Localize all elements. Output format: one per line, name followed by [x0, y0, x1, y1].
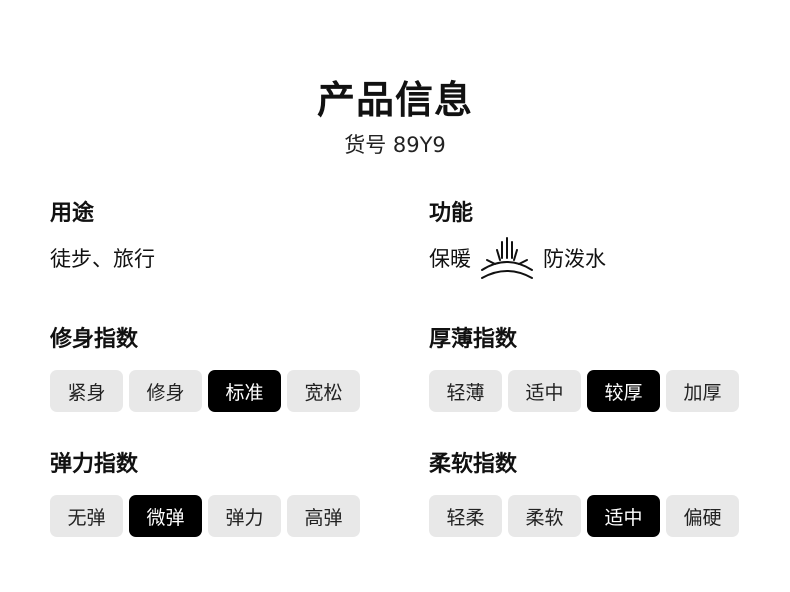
thickness-option-2[interactable]: 较厚: [587, 370, 660, 412]
thickness-option-1[interactable]: 适中: [508, 370, 581, 412]
softness-option-1[interactable]: 柔软: [508, 495, 581, 537]
softness-option-3[interactable]: 偏硬: [666, 495, 739, 537]
page-title: 产品信息: [316, 78, 473, 122]
usage-title: 用途: [50, 201, 95, 226]
function-title: 功能: [429, 201, 474, 226]
product-code: 货号 89Y9: [344, 133, 446, 157]
fit-index-title: 修身指数: [50, 327, 139, 352]
elastic-option-3[interactable]: 高弹: [287, 495, 360, 537]
fit-option-2[interactable]: 标准: [208, 370, 281, 412]
function-warm-label: 保暖: [429, 247, 471, 271]
function-row: 保暖 防泼水: [429, 236, 606, 282]
fit-option-3[interactable]: 宽松: [287, 370, 360, 412]
thickness-option-3[interactable]: 加厚: [666, 370, 739, 412]
fit-option-1[interactable]: 修身: [129, 370, 202, 412]
thickness-option-0[interactable]: 轻薄: [429, 370, 502, 412]
elastic-option-2[interactable]: 弹力: [208, 495, 281, 537]
softness-option-0[interactable]: 轻柔: [429, 495, 502, 537]
function-splashproof-label: 防泼水: [543, 247, 606, 271]
softness-index-options: 轻柔 柔软 适中 偏硬: [429, 495, 739, 537]
thickness-index-title: 厚薄指数: [429, 327, 518, 352]
softness-option-2[interactable]: 适中: [587, 495, 660, 537]
softness-index-title: 柔软指数: [429, 452, 518, 477]
elastic-index-title: 弹力指数: [50, 452, 139, 477]
water-repellent-icon: [481, 237, 533, 279]
fit-option-0[interactable]: 紧身: [50, 370, 123, 412]
elastic-option-0[interactable]: 无弹: [50, 495, 123, 537]
elastic-option-1[interactable]: 微弹: [129, 495, 202, 537]
usage-text: 徒步、旅行: [50, 247, 155, 271]
thickness-index-options: 轻薄 适中 较厚 加厚: [429, 370, 739, 412]
fit-index-options: 紧身 修身 标准 宽松: [50, 370, 360, 412]
elastic-index-options: 无弹 微弹 弹力 高弹: [50, 495, 360, 537]
